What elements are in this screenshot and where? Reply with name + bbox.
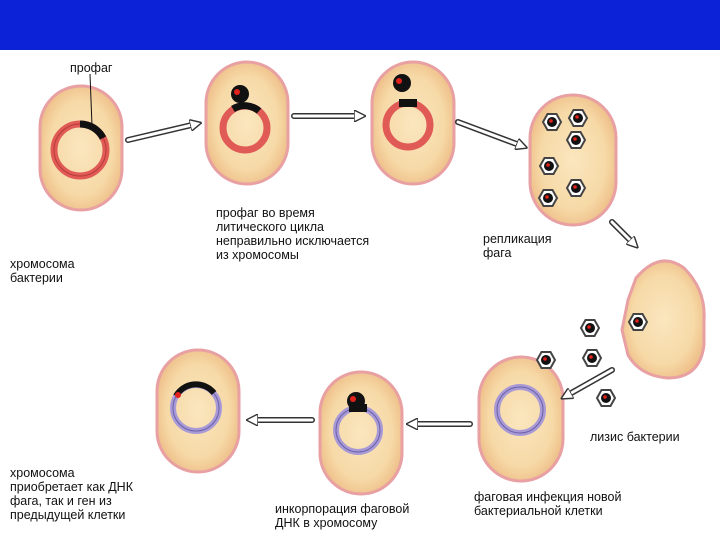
cell-excised bbox=[370, 60, 456, 186]
label-cell-lysis: лизис бактерии bbox=[590, 430, 680, 444]
released-phages bbox=[579, 313, 649, 407]
label-new-infection: фаговая инфекция новой бактериальной кле… bbox=[474, 490, 622, 518]
arrow-1 bbox=[125, 124, 196, 143]
label-incorporation: инкорпорация фаговой ДНК в хромосому bbox=[275, 502, 410, 530]
arrow-3 bbox=[455, 119, 522, 146]
label-prophage: профаг bbox=[70, 61, 113, 75]
cell-excision-start bbox=[204, 60, 290, 186]
cell-incorporation bbox=[318, 370, 404, 496]
label-excision-error: профаг во время литического цикла неправ… bbox=[216, 206, 370, 262]
cell-result bbox=[155, 348, 241, 474]
integrated-phage-dna bbox=[173, 381, 217, 398]
arrow-4 bbox=[609, 219, 634, 244]
label-result: хромосома приобретает как ДНК фага, так … bbox=[10, 466, 133, 522]
label-phage-replication: репликация фага bbox=[483, 232, 552, 260]
prophage-insert bbox=[79, 120, 107, 140]
new-phages bbox=[537, 109, 589, 207]
label-bacterial-chromosome: хромосома бактерии bbox=[10, 257, 75, 285]
arrow-5 bbox=[566, 367, 615, 396]
cell-replication bbox=[528, 93, 618, 227]
cell-new-infection bbox=[477, 351, 565, 483]
cell-lysis bbox=[620, 259, 706, 380]
excised-phage-dna bbox=[393, 74, 411, 92]
prophage-pointer bbox=[89, 73, 93, 127]
cell-prophage bbox=[38, 84, 124, 212]
phage-dna-loop bbox=[231, 85, 249, 103]
title-banner bbox=[0, 0, 720, 50]
transduction-diagram bbox=[38, 60, 706, 496]
process-arrows bbox=[125, 116, 634, 424]
